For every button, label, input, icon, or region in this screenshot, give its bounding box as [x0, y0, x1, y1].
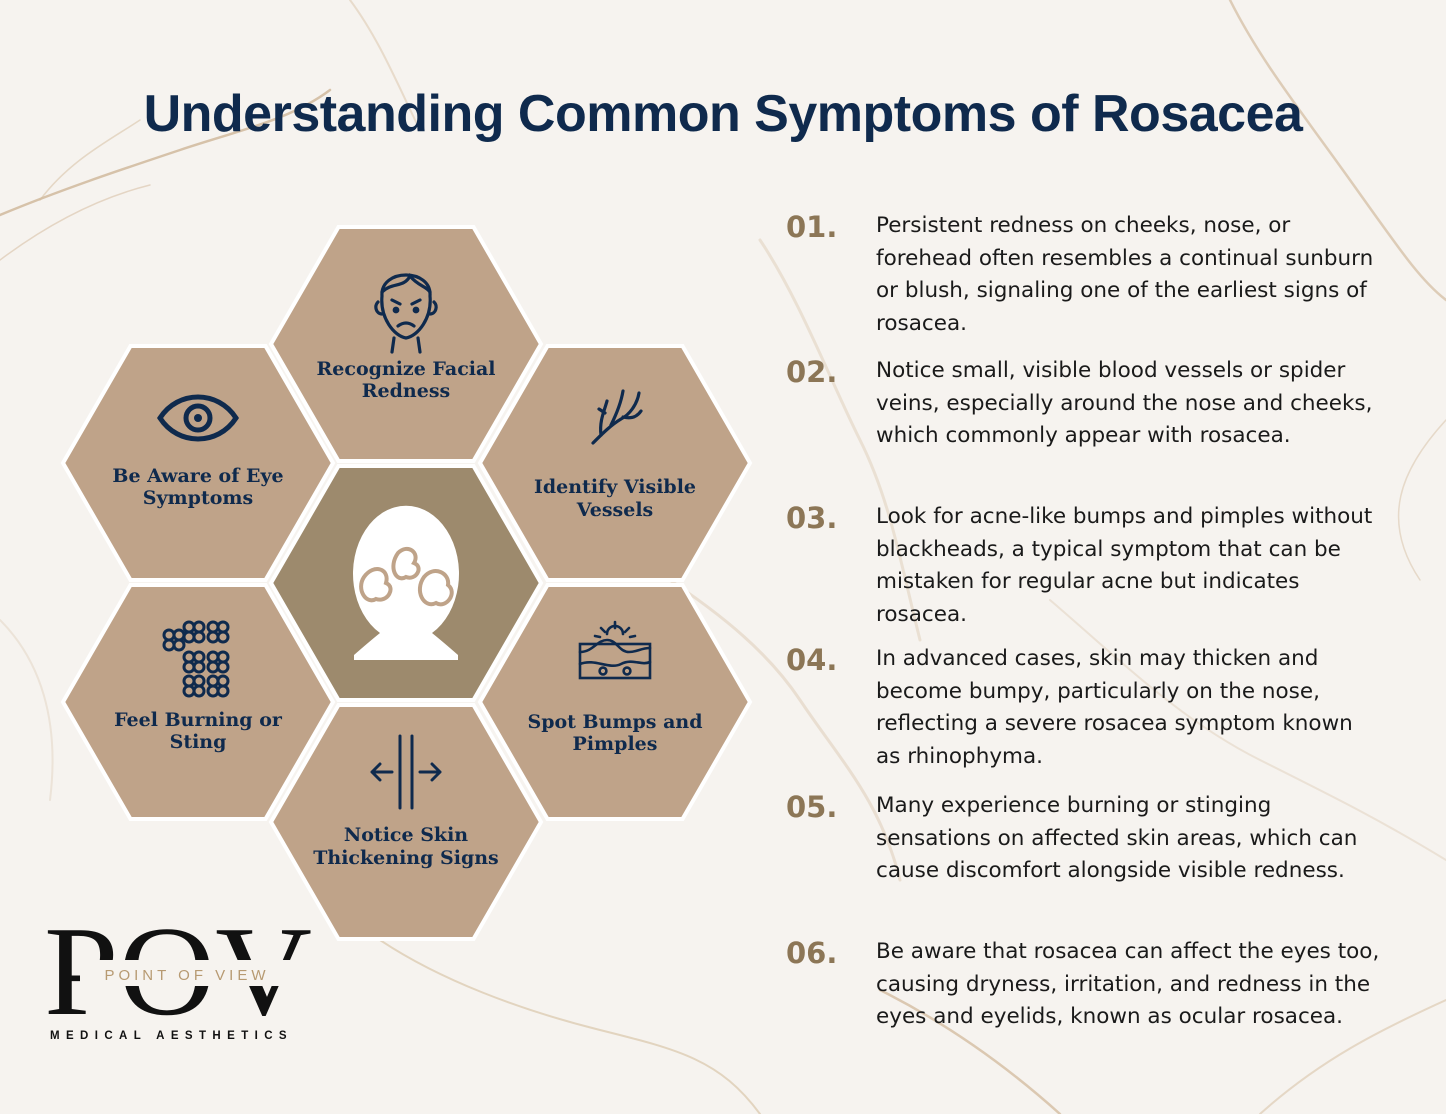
hexagon-label-line: Symptoms [143, 487, 253, 509]
hexagon-label-line: Identify Visible [534, 476, 696, 498]
branching-vessels-icon [591, 389, 643, 445]
hexagon-label-line: Feel Burning or [114, 709, 283, 731]
item-number: 05. [786, 790, 838, 824]
hexagon-facial-redness: Recognize Facial Redness [269, 225, 543, 463]
hexagon-visible-vessels: Identify Visible Vessels [478, 344, 752, 582]
hexagon-label-line: Pimples [573, 733, 658, 755]
worried-face-icon [374, 273, 438, 354]
item-text: Notice small, visible blood vessels or s… [876, 358, 1373, 448]
burning-pattern-icon [162, 620, 230, 698]
item-text: Be aware that rosacea can affect the eye… [876, 939, 1380, 1029]
hexagon-eye-symptoms: Be Aware of Eye Symptoms [61, 344, 335, 582]
item-text: Many experience burning or stinging sens… [876, 793, 1358, 883]
skin-bumps-icon [578, 620, 652, 680]
hexagon-label-line: Recognize Facial [316, 358, 495, 380]
rosacea-face-icon [353, 505, 459, 660]
hexagon-burning-sting: Feel Burning or Sting [61, 583, 335, 821]
hexagon-label-line: Redness [362, 380, 450, 402]
item-number: 02. [786, 355, 838, 389]
hexagon-label-line: Notice Skin [344, 824, 468, 846]
page-title: Understanding Common Symptoms of Rosacea [143, 85, 1303, 143]
logo-tagline: POINT OF VIEW [104, 967, 269, 984]
thickening-arrows-icon [370, 734, 442, 810]
eye-icon [157, 394, 239, 442]
item-number: 01. [786, 210, 838, 244]
hexagon-label-line: Vessels [576, 499, 653, 521]
item-number: 06. [786, 936, 838, 970]
item-number: 04. [786, 643, 838, 677]
item-text: Persistent redness on cheeks, nose, or f… [876, 213, 1374, 336]
hexagon-label-line: Sting [170, 731, 227, 753]
hexagon-label-line: Spot Bumps and [527, 711, 702, 733]
brand-logo: POV POINT OF VIEW MEDICAL AESTHETICS [44, 900, 312, 1042]
item-text: In advanced cases, skin may thicken and … [876, 646, 1353, 769]
hexagon-label-line: Thickening Signs [313, 847, 498, 869]
center-hexagon [269, 464, 543, 702]
hexagon-label-line: Be Aware of Eye [112, 465, 283, 487]
hexagon-skin-thickening: Notice Skin Thickening Signs [269, 703, 543, 941]
hexagon-bumps-pimples: Spot Bumps and Pimples [478, 583, 752, 821]
item-number: 03. [786, 501, 838, 535]
item-text: Look for acne-like bumps and pimples wit… [876, 504, 1373, 627]
logo-subtitle: MEDICAL AESTHETICS [50, 1030, 293, 1042]
